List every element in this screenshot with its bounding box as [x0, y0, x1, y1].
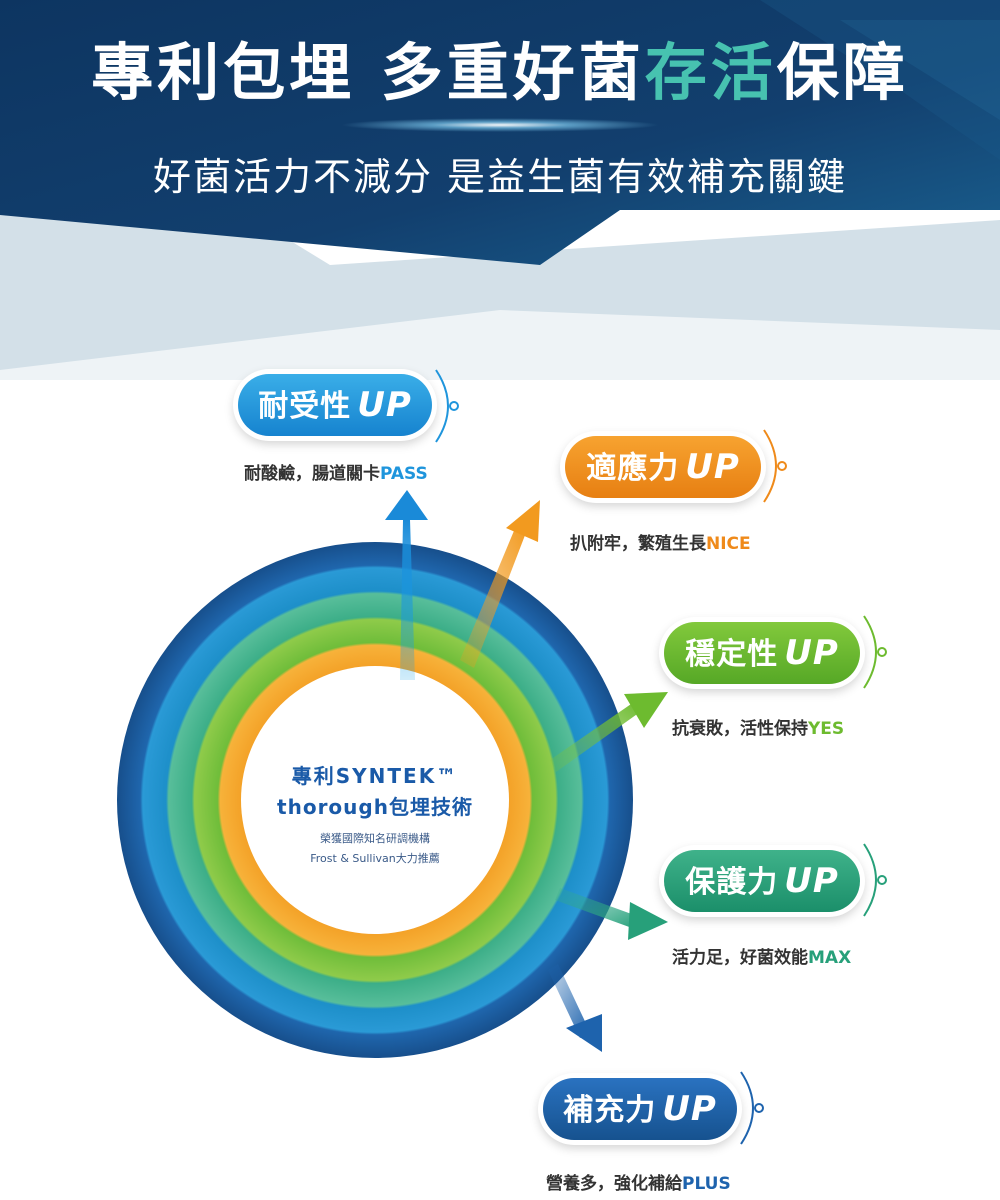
desc-supplement-text: 營養多，強化補給 — [546, 1174, 682, 1194]
desc-adaptability: 扒附牢，繁殖生長NICE — [570, 529, 751, 554]
bracket-icon — [863, 615, 887, 689]
core-title: 專利SYNTEK™ — [291, 764, 459, 788]
desc-adaptability-text: 扒附牢，繁殖生長 — [570, 534, 706, 554]
core-text-block: 專利SYNTEK™ thorough包埋技術 榮獲國際知名研調機構 Frost … — [240, 760, 510, 866]
desc-protection-text: 活力足，好菌效能 — [672, 948, 808, 968]
desc-supplement: 營養多，強化補給PLUS — [546, 1169, 731, 1194]
badge-adaptability-label: 適應力 — [586, 451, 680, 486]
header-banner: 專利包埋 多重好菌存活保障 好菌活力不減分 是益生菌有效補充關鍵 — [0, 0, 1000, 380]
arrow-down-navy — [548, 964, 602, 1052]
title-highlight: 存活 — [644, 36, 777, 109]
desc-tolerance-text: 耐酸鹼，腸道關卡 — [244, 464, 380, 484]
page-title: 專利包埋 多重好菌存活保障 — [0, 42, 1000, 104]
core-recommend: Frost & Sullivan大力推薦 — [310, 852, 440, 865]
badge-adaptability-up: UP — [685, 447, 740, 487]
header-background — [0, 0, 1000, 380]
desc-stability-keyword: YES — [808, 719, 845, 739]
badge-protection-label: 保護力 — [685, 865, 779, 900]
bracket-icon — [763, 429, 787, 503]
desc-tolerance-keyword: PASS — [380, 464, 428, 484]
core-subtitle: thorough包埋技術 — [277, 795, 473, 819]
arrow-right-green — [550, 692, 668, 772]
ring-core — [241, 666, 509, 934]
badge-stability-up: UP — [784, 633, 839, 673]
badge-tolerance-up: UP — [357, 385, 412, 425]
core-award: 榮獲國際知名研調機構 — [320, 832, 430, 845]
arrow-right-teal — [555, 888, 668, 940]
badge-protection-up: UP — [784, 861, 839, 901]
desc-tolerance: 耐酸鹼，腸道關卡PASS — [244, 459, 428, 484]
bracket-icon — [863, 843, 887, 917]
desc-protection: 活力足，好菌效能MAX — [672, 943, 851, 968]
bracket-icon — [740, 1071, 764, 1145]
bracket-icon — [435, 369, 459, 443]
title-glow — [340, 118, 660, 132]
page-subtitle: 好菌活力不減分 是益生菌有效補充關鍵 — [152, 155, 848, 199]
arrow-up-orange — [460, 500, 540, 668]
title-part-a: 專利包埋 多重好菌 — [91, 36, 645, 109]
badge-stability-label: 穩定性 — [685, 637, 779, 672]
arrow-up-blue — [385, 490, 428, 680]
desc-supplement-keyword: PLUS — [682, 1174, 731, 1194]
badge-supplement-label: 補充力 — [563, 1093, 657, 1128]
title-part-c: 保障 — [776, 36, 909, 109]
desc-adaptability-keyword: NICE — [706, 534, 751, 554]
badge-supplement-up: UP — [662, 1089, 717, 1129]
desc-protection-keyword: MAX — [808, 948, 852, 968]
badge-tolerance-label: 耐受性 — [258, 389, 352, 424]
desc-stability-text: 抗衰敗，活性保持 — [672, 719, 808, 739]
desc-stability: 抗衰敗，活性保持YES — [672, 714, 844, 739]
